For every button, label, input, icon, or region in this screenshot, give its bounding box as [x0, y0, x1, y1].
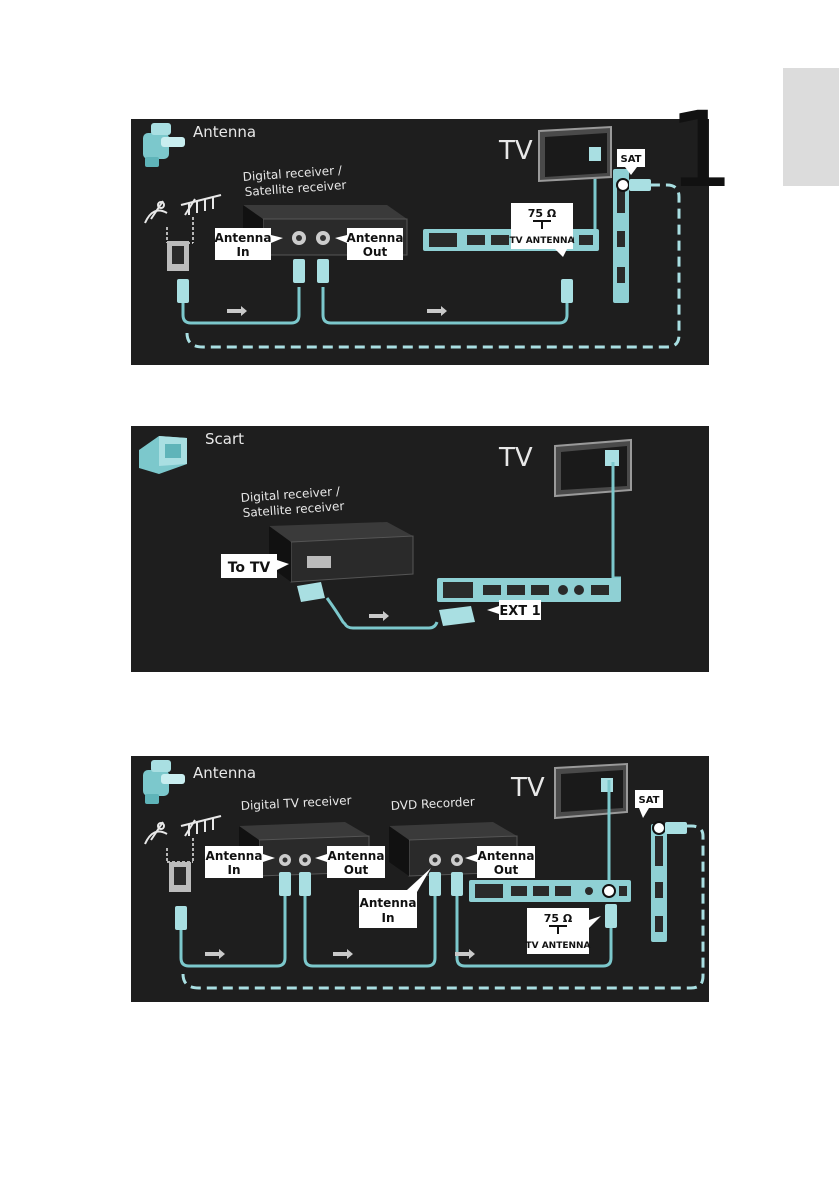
- svg-text:Out: Out: [494, 863, 519, 877]
- plugs: [175, 872, 617, 930]
- antenna-icon: [180, 194, 222, 216]
- tv-label: TV: [498, 136, 533, 166]
- sat-cable: [185, 183, 681, 349]
- receiver-label-line1: Digital receiver /: [242, 163, 343, 184]
- antenna-recorder-diagram: Antenna TV Digital TV receiver DVD Recor…: [131, 756, 709, 1002]
- side-tab: [783, 68, 839, 186]
- svg-text:In: In: [381, 911, 394, 925]
- tv-connector-panel: [469, 824, 667, 942]
- dvd-recorder-label: DVD Recorder: [390, 795, 475, 813]
- svg-text:Out: Out: [363, 245, 388, 259]
- antenna-connector-icon: [143, 760, 185, 804]
- to-tv-label: To TV: [221, 554, 289, 578]
- wall-socket-icon: [169, 862, 191, 892]
- tv-antenna-spec: 75 Ω TV ANTENNA: [509, 203, 575, 257]
- page-number: 1: [668, 89, 735, 211]
- svg-text:In: In: [236, 245, 249, 259]
- sat-connector: [652, 821, 687, 835]
- antenna-connector-icon: [143, 123, 185, 167]
- svg-text:Antenna: Antenna: [347, 231, 404, 245]
- svg-text:EXT 1: EXT 1: [499, 604, 540, 619]
- scart-plug-tv: [439, 606, 475, 626]
- tv-antenna-spec: 75 Ω TV ANTENNA: [525, 908, 601, 954]
- sat-label: SAT: [635, 790, 663, 818]
- satellite-dish-icon: [144, 821, 168, 845]
- receiver-label-line1: Digital receiver /: [240, 484, 341, 505]
- tv-icon: [554, 762, 628, 820]
- svg-text:75 Ω: 75 Ω: [528, 207, 557, 220]
- plugs: [177, 259, 573, 303]
- svg-text:In: In: [227, 863, 240, 877]
- antenna-out-label: Antenna Out: [335, 228, 403, 260]
- diagram-title: Scart: [205, 430, 244, 448]
- diagram-title: Antenna: [193, 764, 256, 782]
- diagram-title: Antenna: [193, 123, 256, 141]
- arrows: [205, 949, 475, 959]
- tv-icon: [538, 125, 612, 183]
- svg-text:Out: Out: [344, 863, 369, 877]
- scart-plug-receiver: [297, 582, 325, 602]
- svg-text:SAT: SAT: [621, 154, 642, 165]
- svg-text:75 Ω: 75 Ω: [544, 912, 573, 925]
- cables: [179, 780, 613, 968]
- arrows: [369, 611, 389, 621]
- arrows: [227, 306, 447, 316]
- sat-label: SAT: [617, 149, 645, 175]
- dvd-antenna-out-label: Antenna Out: [465, 846, 535, 878]
- tv-label: TV: [510, 773, 545, 803]
- svg-text:SAT: SAT: [639, 795, 660, 806]
- svg-text:Antenna: Antenna: [360, 896, 417, 910]
- svg-text:TV ANTENNA: TV ANTENNA: [509, 236, 574, 246]
- scart-connector-icon: [139, 436, 187, 474]
- sat-connector: [616, 178, 651, 192]
- svg-text:Antenna: Antenna: [328, 849, 385, 863]
- tv-label: TV: [498, 443, 533, 473]
- wall-socket-icon: [167, 241, 189, 271]
- receiver-box: [269, 522, 414, 583]
- svg-text:Antenna: Antenna: [215, 231, 272, 245]
- svg-text:To TV: To TV: [228, 560, 271, 576]
- antenna-in-label: Antenna In: [215, 228, 283, 260]
- scart-diagram: Scart TV Digital receiver / Satellite re…: [131, 426, 709, 672]
- svg-text:TV ANTENNA: TV ANTENNA: [525, 941, 590, 951]
- receiver-antenna-in-label: Antenna In: [205, 846, 275, 878]
- svg-text:Antenna: Antenna: [206, 849, 263, 863]
- antenna-icon: [180, 815, 222, 837]
- svg-text:Antenna: Antenna: [478, 849, 535, 863]
- dvd-antenna-in-label: Antenna In: [359, 868, 431, 928]
- tv-icon: [554, 438, 632, 498]
- receiver-antenna-out-label: Antenna Out: [315, 846, 385, 878]
- digital-tv-receiver-label: Digital TV receiver: [240, 793, 352, 813]
- tv-connector-panel: [437, 578, 621, 602]
- ext1-label: EXT 1: [487, 600, 541, 620]
- antenna-diagram: Antenna Digital receiver / Satellite rec…: [131, 119, 709, 365]
- satellite-dish-icon: [144, 200, 168, 224]
